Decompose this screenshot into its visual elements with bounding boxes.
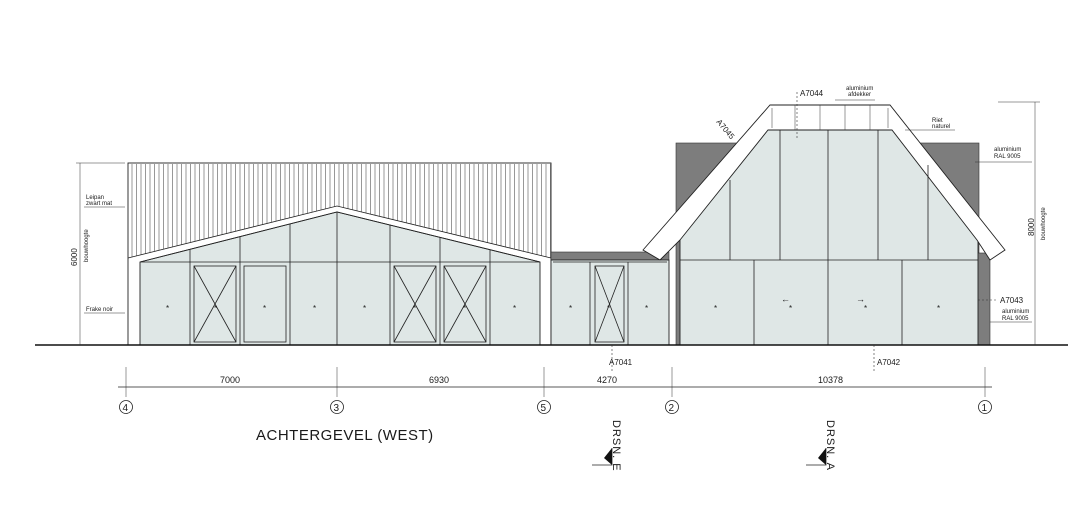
right-height-annotation: 8000 bouwhoogte aluminium afdekker Riet …	[835, 86, 1047, 345]
left-doors	[193, 265, 487, 343]
connector-building	[550, 251, 670, 346]
right-height-sub: bouwhoogte	[1041, 207, 1047, 240]
detail-tags: A7044 A7045 A7041 A7042 A7043	[609, 89, 1024, 372]
panel-mark: *	[607, 304, 610, 313]
roof-note-2: zwart mat	[86, 201, 112, 207]
section-label-a: DRSN. A	[824, 420, 836, 471]
panel-mark: *	[263, 304, 266, 313]
dim-7000: 7000	[220, 375, 240, 385]
grid-markers: 4 3 5 2 1	[119, 400, 992, 414]
tag-a7041: A7041	[609, 358, 633, 367]
right-upper-mullions	[680, 130, 978, 261]
right-height-label: 8000	[1027, 218, 1036, 236]
panel-mark: *	[214, 304, 217, 313]
alu-note-2b: RAL 9005	[1002, 316, 1029, 322]
section-marks: DRSN. E DRSN. A	[592, 420, 836, 472]
panel-marks: * * * * * * * * * * * * * * * ← →	[166, 294, 940, 313]
grid-marker-4: 4	[123, 403, 129, 414]
left-building	[127, 162, 552, 346]
panel-mark: *	[937, 304, 940, 313]
right-building	[642, 104, 1006, 346]
panel-mark: *	[363, 304, 366, 313]
alu-note-1b: RAL 9005	[994, 154, 1021, 160]
panel-mark: *	[513, 304, 516, 313]
panel-mark: *	[413, 304, 416, 313]
arrow-right-icon: →	[856, 294, 865, 304]
wall-note: Frake noir	[86, 307, 113, 313]
alu-note-1a: aluminium	[994, 147, 1021, 153]
cap-note-1: aluminium	[846, 86, 873, 92]
left-height-label: 6000	[70, 248, 79, 266]
dim-4270: 4270	[597, 375, 617, 385]
panel-mark: *	[569, 304, 572, 313]
tag-a7043: A7043	[1000, 296, 1024, 305]
thatch-note-2: naturel	[932, 124, 950, 130]
tag-a7045: A7045	[714, 118, 736, 142]
dimension-line: 7000 6930 4270 10378	[118, 367, 992, 397]
left-height-annotation: 6000 bouwhoogte Leipan zwart mat Frake n…	[70, 162, 125, 345]
panel-mark: *	[645, 304, 648, 313]
left-height-sub: bouwhoogte	[84, 229, 90, 262]
alu-note-2a: aluminium	[1002, 309, 1029, 315]
panel-mark: *	[166, 304, 169, 313]
left-gable-mullions	[140, 212, 540, 263]
panel-mark: *	[313, 304, 316, 313]
roof-note-1: Leipan	[86, 195, 104, 201]
panel-mark: *	[463, 304, 466, 313]
tag-a7042: A7042	[877, 358, 901, 367]
right-lower-panels	[753, 260, 903, 345]
cap-note-2: afdekker	[848, 92, 871, 98]
panel-mark: *	[714, 304, 717, 313]
panel-mark: *	[864, 304, 867, 313]
drawing-title: ACHTERGEVEL (WEST)	[256, 427, 434, 444]
panel-mark: *	[789, 304, 792, 313]
section-label-e: DRSN. E	[610, 420, 622, 472]
thatch-hatching	[771, 105, 889, 130]
grid-marker-3: 3	[334, 403, 340, 414]
dim-6930: 6930	[429, 375, 449, 385]
grid-marker-1: 1	[982, 403, 988, 414]
dim-10378: 10378	[818, 375, 843, 385]
arrow-left-icon: ←	[781, 294, 790, 304]
thatch-note-1: Riet	[932, 118, 943, 124]
tag-a7044: A7044	[800, 89, 824, 98]
thatch-roof-band	[642, 104, 1006, 261]
grid-marker-2: 2	[669, 403, 675, 414]
grid-marker-5: 5	[541, 403, 547, 414]
roof-seam-lines	[131, 164, 551, 258]
left-lower-panels	[189, 262, 491, 345]
